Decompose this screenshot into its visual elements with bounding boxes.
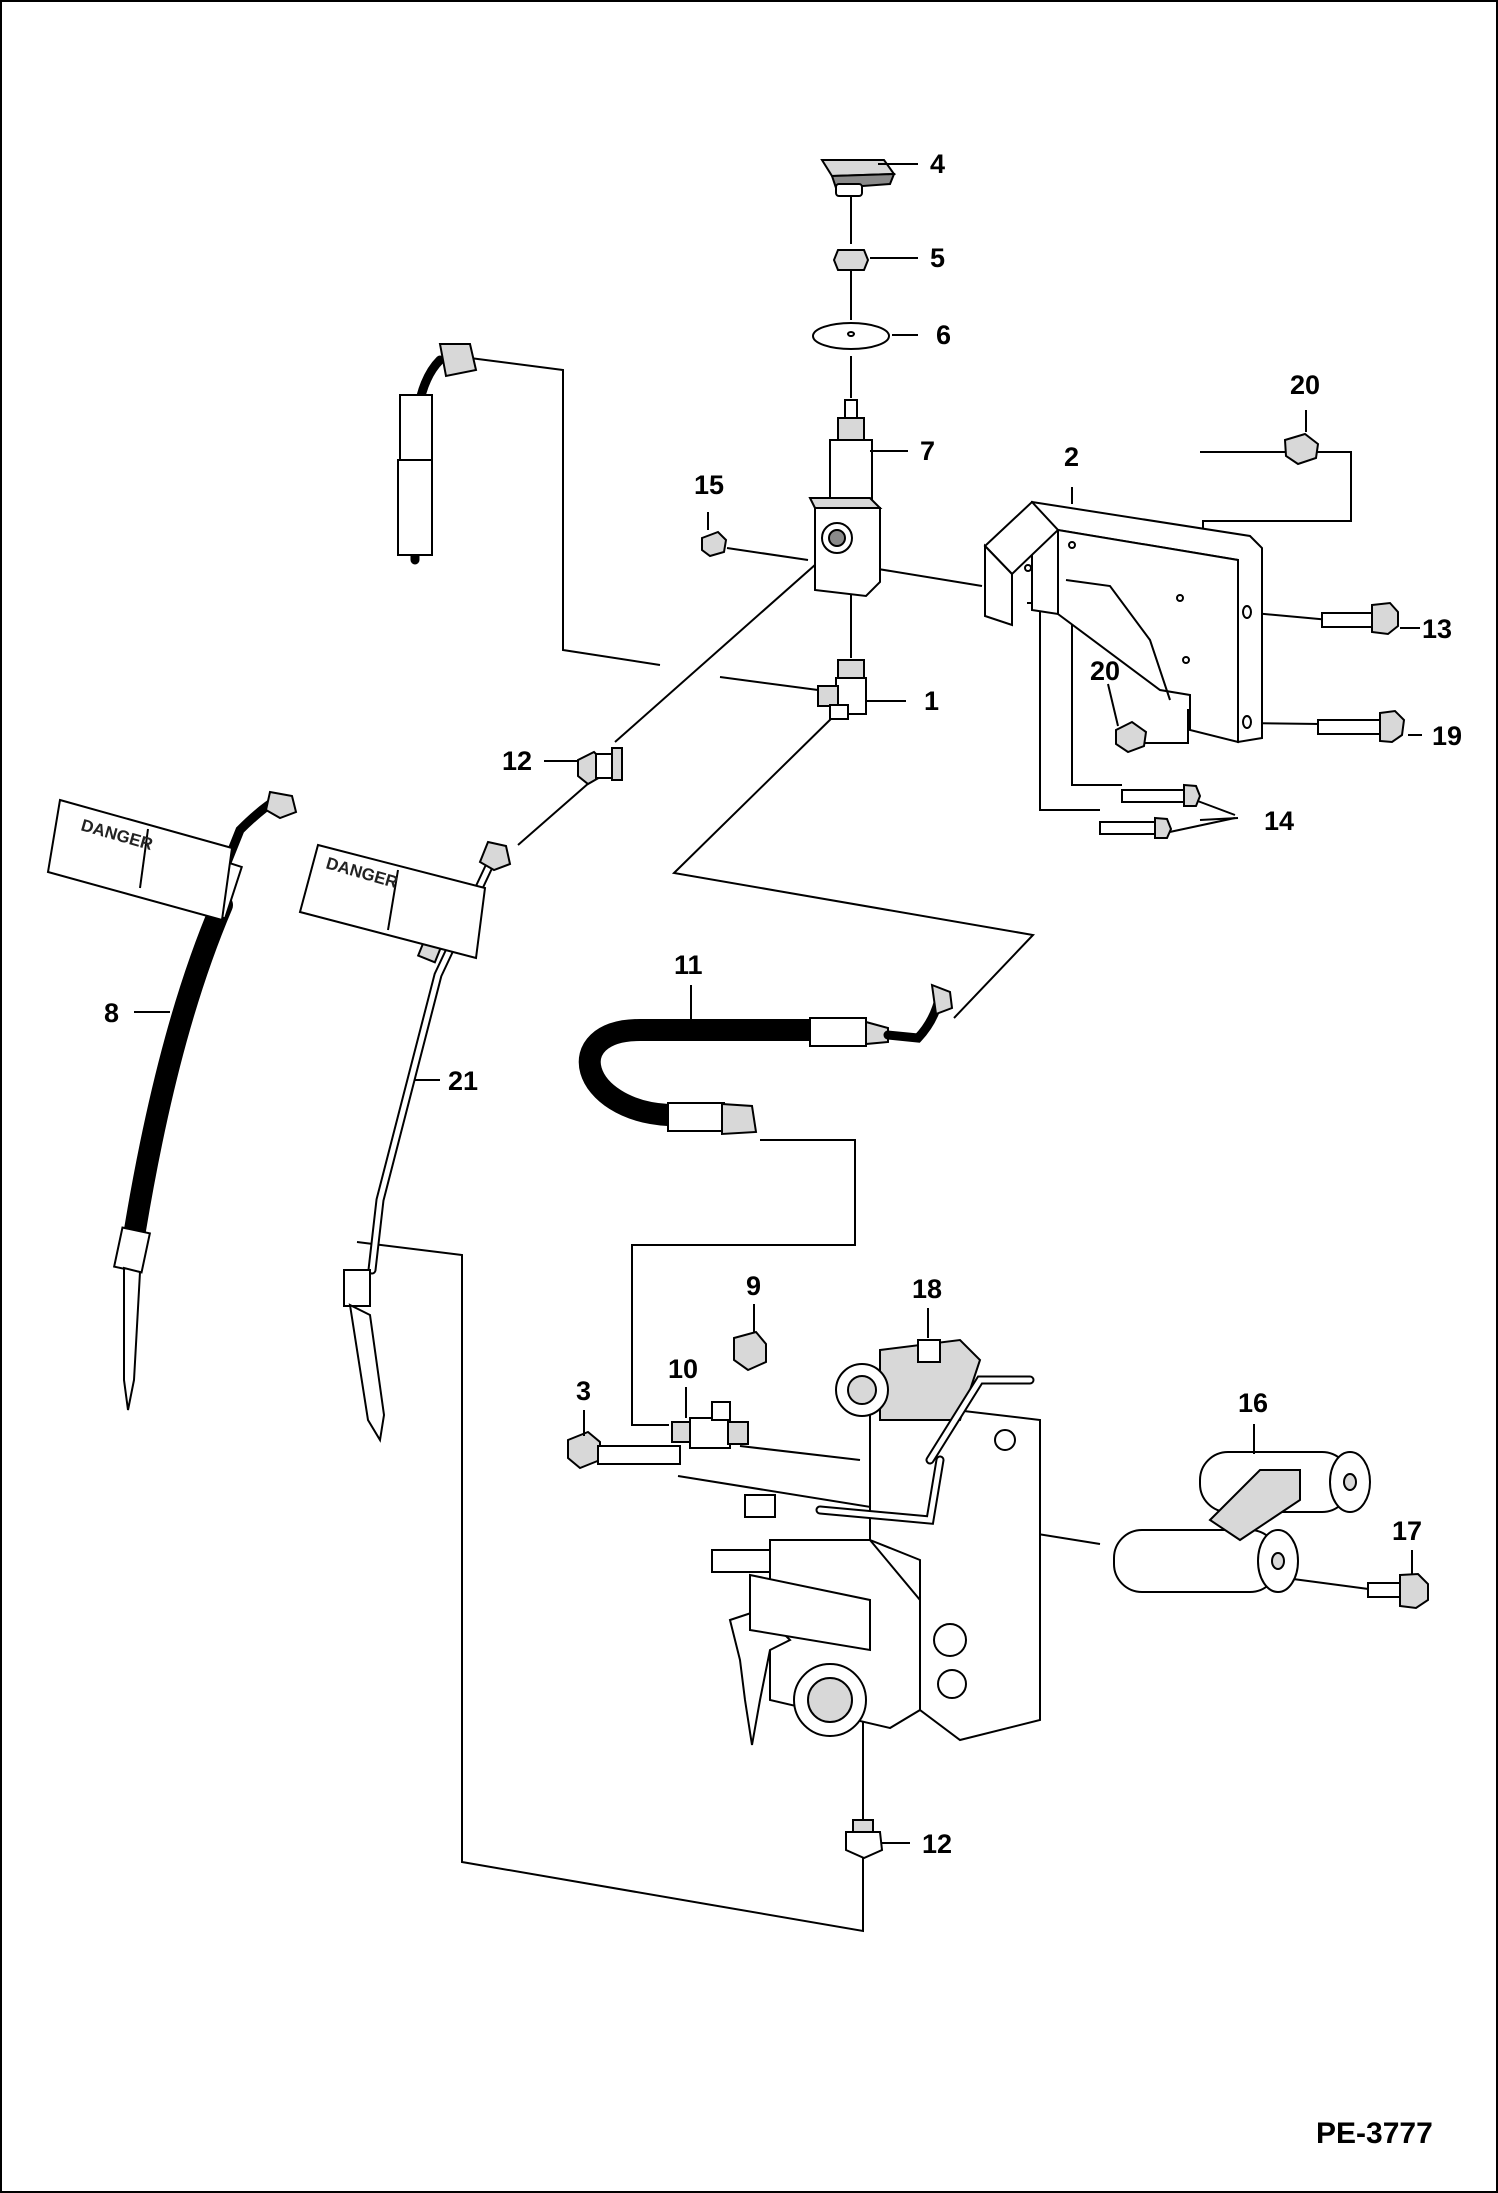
callout-6: 6 — [936, 320, 951, 350]
callout-2: 2 — [1064, 442, 1079, 472]
callout-4: 4 — [930, 149, 945, 179]
callout-20-lower: 20 — [1090, 656, 1120, 686]
hose-11-part — [578, 983, 954, 1136]
bolt-3-part — [567, 1430, 681, 1470]
callout-11: 11 — [674, 950, 703, 980]
washer-part — [812, 322, 890, 350]
callout-12-lower: 12 — [922, 1829, 952, 1859]
callout-14: 14 — [1264, 806, 1294, 836]
callout-ticks — [134, 163, 1422, 1844]
callout-19: 19 — [1432, 721, 1462, 751]
tee-10-part — [671, 1401, 749, 1449]
bolts-14-part — [1099, 783, 1202, 839]
bolt-19-part — [1317, 709, 1406, 744]
dust-cap-part — [820, 159, 896, 197]
adapter-12-lower-part — [845, 1819, 884, 1860]
callout-13: 13 — [1422, 614, 1452, 644]
elbow-fitting-part — [817, 659, 867, 720]
callouts: 4 5 6 7 2 15 20 20 1 13 19 14 12 8 21 11… — [104, 149, 1462, 1859]
callout-16: 16 — [1238, 1388, 1268, 1418]
callout-21: 21 — [448, 1066, 478, 1096]
callout-3: 3 — [576, 1376, 591, 1406]
nut-part — [832, 249, 870, 271]
callout-8: 8 — [104, 998, 119, 1028]
hose-end-upper — [397, 343, 478, 565]
tube-21-part: DANGER — [298, 840, 512, 1443]
nut-20-top-part — [1283, 432, 1320, 466]
callout-7: 7 — [920, 436, 935, 466]
bolt-13-part — [1321, 601, 1399, 636]
adapter-12-upper-part — [577, 747, 623, 786]
valve-block-part — [808, 399, 883, 598]
callout-20-top: 20 — [1290, 370, 1320, 400]
callout-15: 15 — [694, 470, 724, 500]
bolt-15-part — [701, 530, 728, 558]
linkage-16-part — [1113, 1451, 1371, 1593]
control-valve-part — [711, 1338, 1041, 1746]
bolt-17-part — [1367, 1572, 1429, 1610]
bracket-part — [983, 500, 1263, 744]
callout-12-upper: 12 — [502, 746, 532, 776]
hose-8-part: DANGER — [46, 790, 298, 1411]
callout-5: 5 — [930, 243, 945, 273]
nut-20-lower-part — [1115, 720, 1148, 754]
callout-1: 1 — [924, 686, 939, 716]
callout-18: 18 — [912, 1274, 942, 1304]
cap-9-part — [733, 1330, 767, 1372]
callout-10: 10 — [668, 1354, 698, 1384]
callout-9: 9 — [746, 1271, 761, 1301]
callout-17: 17 — [1392, 1516, 1422, 1546]
reference-code: PE-3777 — [1316, 2117, 1433, 2150]
